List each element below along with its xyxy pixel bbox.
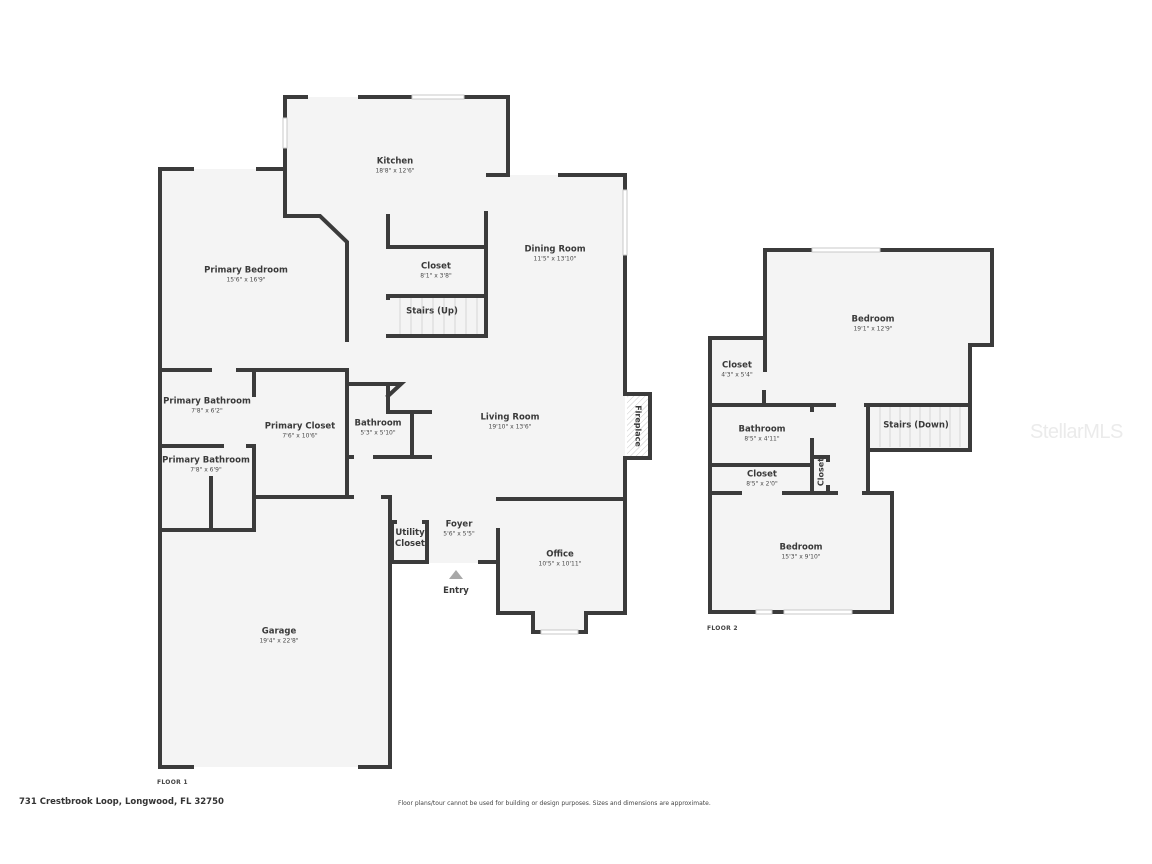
property-address: 731 Crestbrook Loop, Longwood, FL 32750 xyxy=(19,797,224,807)
entry-label: Entry xyxy=(443,586,469,596)
floor2-fill xyxy=(710,250,992,612)
stairs-up-treads xyxy=(399,298,478,336)
floor1-label: FLOOR 1 xyxy=(157,779,188,786)
floor1-fill xyxy=(160,97,625,767)
room-fireplace: Fireplace xyxy=(633,405,643,447)
floor1-walls xyxy=(158,95,652,769)
fireplace-hatch xyxy=(627,396,649,456)
floor2-label: FLOOR 2 xyxy=(707,625,738,632)
entry-arrow-icon xyxy=(449,570,463,579)
windows xyxy=(282,94,881,635)
watermark-logo: StellarMLS xyxy=(1030,421,1123,443)
stairs-down-treads xyxy=(879,407,961,447)
disclaimer-text: Floor plans/tour cannot be used for buil… xyxy=(398,800,711,807)
room-closet-vertical: Closet xyxy=(816,457,826,487)
floor2-walls xyxy=(708,248,994,614)
